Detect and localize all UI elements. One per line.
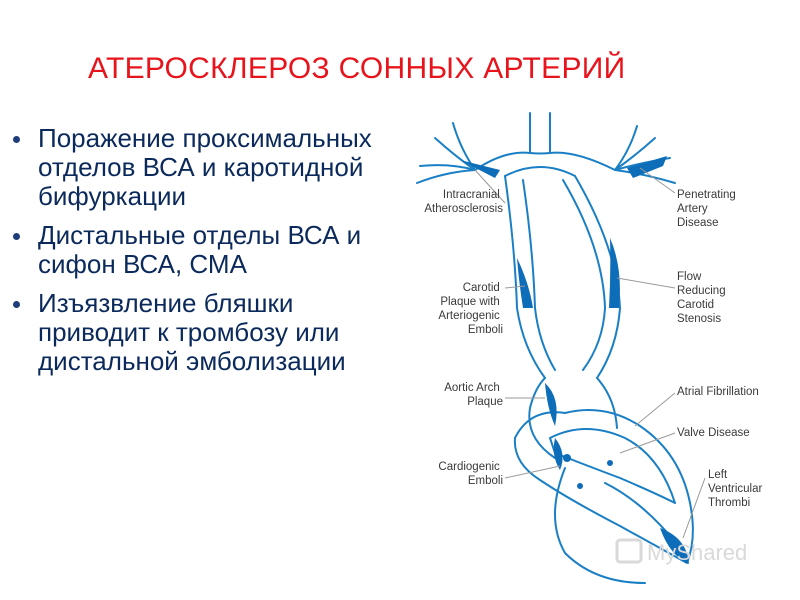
leader-atrial [634, 392, 676, 427]
watermark-text: MyShared [647, 540, 747, 565]
label-lv-thrombi-line: Thrombi [708, 497, 750, 509]
vessel-lower-loop [554, 467, 646, 584]
label-carotid-plaque-line: Plaque with [440, 296, 499, 308]
vessel-aortic-arch-right [596, 377, 618, 429]
vessel-willis [474, 151, 616, 171]
label-aortic-arch: Aortic Arch Plaque [444, 382, 503, 408]
label-valve-disease-line: Valve Disease [677, 427, 750, 439]
plaque-willis-left [460, 160, 500, 178]
label-carotid-plaque: Carotid Plaque with Arteriogenic Emboli [438, 282, 503, 336]
leader-cardiogenic [504, 465, 561, 479]
bullet-dot-icon [13, 233, 20, 240]
heart-outline [513, 409, 694, 564]
leader-intracranial [474, 169, 506, 204]
label-lv-thrombi: Left Ventricular Thrombi [708, 469, 766, 509]
label-cardiogenic-line: Cardiogenic [438, 461, 500, 473]
bullet-text: Поражение проксимальных отделов ВСА и ка… [38, 123, 372, 211]
label-carotid-plaque-line: Arteriogenic [438, 310, 500, 322]
heart-inner [549, 428, 676, 504]
vessel-left-branch [416, 122, 476, 184]
leader-lv-thrombi [682, 477, 706, 539]
plaque-carotid-right [609, 238, 620, 308]
vessel-willis-inner [504, 166, 576, 177]
leader-flow-reducing [616, 277, 676, 289]
leader-lines [474, 167, 706, 539]
plaque-willis-right [627, 156, 667, 178]
label-cardiogenic-line: Emboli [468, 475, 503, 487]
label-intracranial-line: Atherosclerosis [424, 203, 503, 215]
vessel-right-carotid-outer [574, 175, 621, 379]
label-flow-reducing-line: Carotid [677, 299, 714, 311]
plaque-carotid-left [517, 258, 533, 308]
label-carotid-plaque-line: Carotid [463, 282, 500, 294]
label-penetrating: Penetrating Artery Disease [677, 189, 739, 229]
bullet-text: Изъязвление бляшки приводит к тромбозу и… [38, 288, 346, 376]
bullet-dot-icon [13, 136, 20, 143]
slide-title: АТЕРОСКЛЕРОЗ СОННЫХ АРТЕРИЙ [88, 52, 626, 85]
bullet-list: Поражение проксимальных отделов ВСА и ка… [10, 124, 385, 386]
label-penetrating-line: Artery [677, 203, 708, 215]
thrombus-ventricle [660, 528, 689, 564]
embolus-dot [607, 460, 613, 466]
watermark: MyShared [615, 538, 747, 565]
watermark-logo-icon [615, 538, 643, 564]
bullet-item: Изъязвление бляшки приводит к тромбозу и… [10, 289, 385, 376]
plaque-atrium [553, 438, 563, 470]
label-penetrating-line: Disease [677, 217, 719, 229]
plaque-deposits [460, 156, 689, 564]
label-atrial-fibrillation: Atrial Fibrillation [677, 386, 759, 398]
label-penetrating-line: Penetrating [677, 189, 736, 201]
label-aortic-arch-line: Aortic Arch [444, 382, 500, 394]
vessel-aortic-arch [528, 377, 556, 459]
label-atrial-fibrillation-line: Atrial Fibrillation [677, 386, 759, 398]
embolus-dot [563, 454, 571, 462]
label-intracranial-line: Intracranial [443, 189, 500, 201]
vessel-right-carotid-inner [562, 179, 606, 371]
vessel-right-branch [614, 125, 676, 184]
bullet-item: Поражение проксимальных отделов ВСА и ка… [10, 124, 385, 211]
leader-carotid-plaque [504, 285, 526, 289]
vessel-tree [416, 112, 694, 584]
embolus-dot [577, 483, 583, 489]
label-intracranial: Intracranial Atherosclerosis [424, 189, 503, 215]
label-valve-disease: Valve Disease [677, 427, 750, 439]
label-cardiogenic: Cardiogenic Emboli [438, 461, 503, 487]
vascular-diagram: Intracranial Atherosclerosis Carotid Pla… [416, 112, 766, 584]
label-lv-thrombi-line: Left [708, 469, 728, 481]
label-flow-reducing-line: Flow [677, 271, 702, 283]
label-lv-thrombi-line: Ventricular [708, 483, 763, 495]
bullet-dot-icon [13, 301, 20, 308]
label-carotid-plaque-line: Emboli [468, 324, 503, 336]
label-flow-reducing-line: Reducing [677, 285, 726, 297]
leader-penetrating [639, 167, 676, 194]
plaque-aortic-arch [545, 383, 557, 426]
bullet-item: Дистальные отделы ВСА и сифон ВСА, СМА [10, 221, 385, 279]
vessel-left-carotid-inner [522, 179, 556, 371]
label-flow-reducing-line: Stenosis [677, 313, 721, 325]
leader-valve [619, 432, 676, 454]
bullet-text: Дистальные отделы ВСА и сифон ВСА, СМА [38, 220, 362, 279]
vessel-left-carotid-outer [504, 175, 546, 379]
label-aortic-arch-line: Plaque [467, 396, 503, 408]
label-flow-reducing: Flow Reducing Carotid Stenosis [677, 271, 729, 325]
